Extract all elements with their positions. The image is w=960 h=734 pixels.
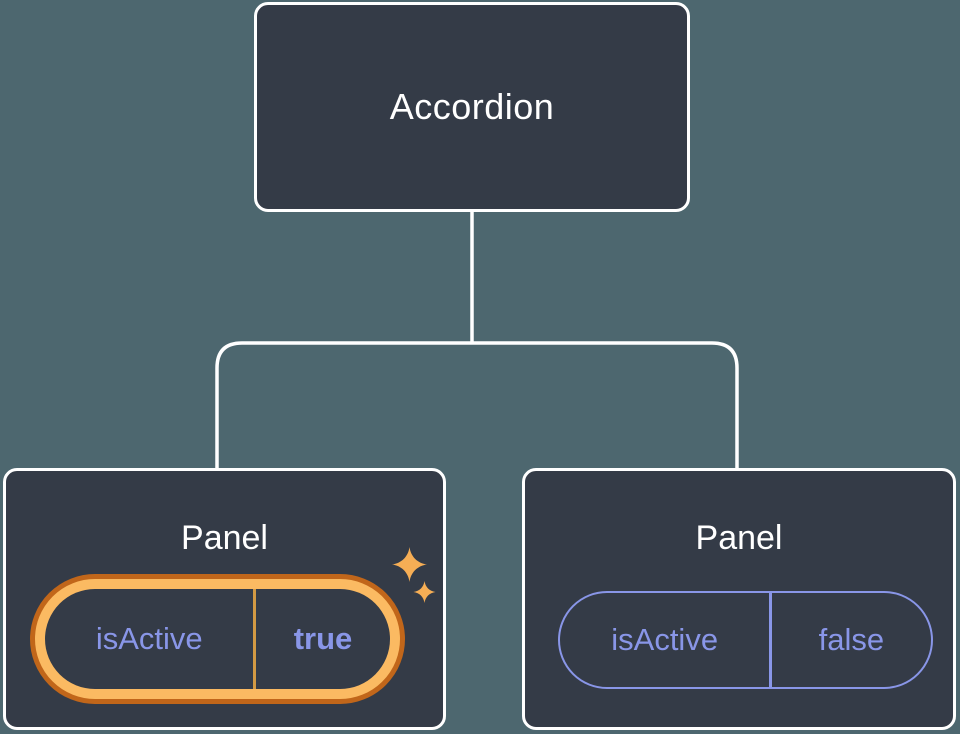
accordion-node: Accordion [254,2,690,212]
panel-node-active: Panel isActive true [3,468,446,730]
state-name: isActive [611,622,719,657]
state-pill-active: isActive true [45,589,390,689]
state-pill-divider [769,593,772,687]
state-value: true [293,621,353,656]
sparkle-icon-large [391,547,428,582]
state-value: false [818,622,885,657]
state-pill-highlight-ring: isActive true [30,574,405,704]
panel-node-inactive: Panel isActive false [522,468,956,730]
sparkle-icon-small [413,581,436,603]
accordion-node-label: Accordion [389,86,555,127]
panel-inactive-label: Panel [695,519,783,557]
state-pill-inactive: isActive false [558,591,933,689]
state-name: isActive [95,621,203,656]
panel-active-label: Panel [181,519,268,557]
state-pill-divider [253,589,256,689]
connector-bracket [215,341,739,470]
